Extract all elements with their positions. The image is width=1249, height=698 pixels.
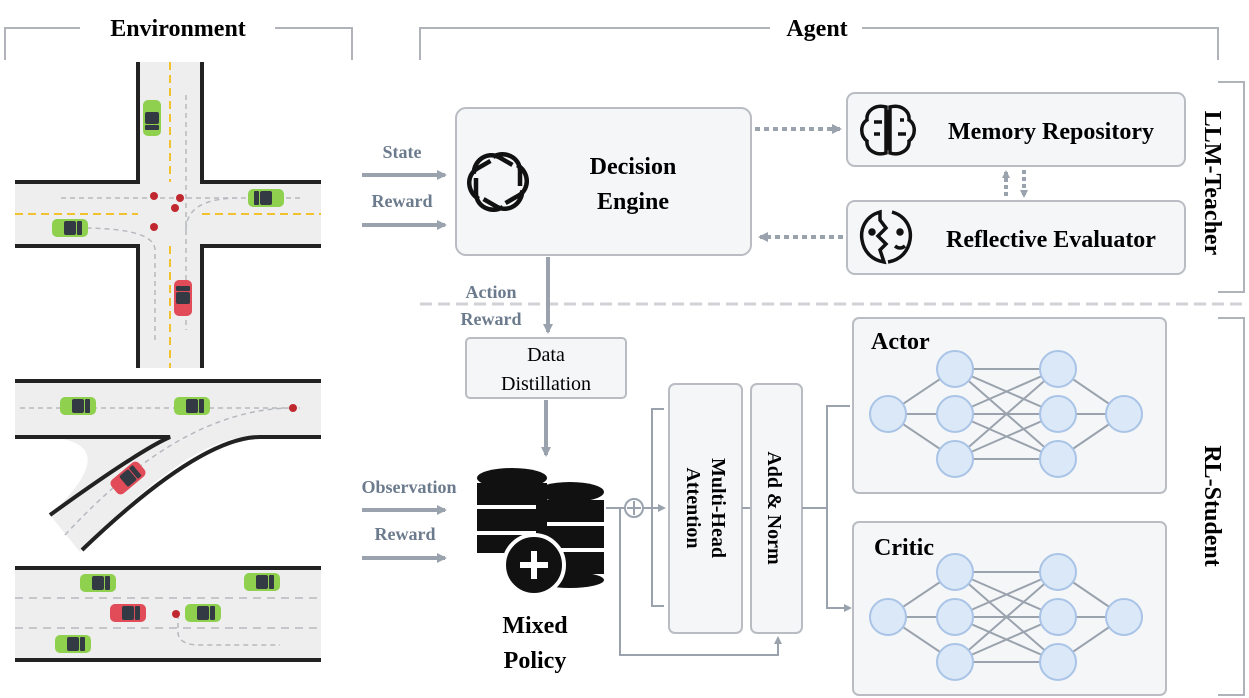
- memory-repository-box: Memory Repository: [846, 92, 1186, 167]
- car-red-icon: [110, 604, 146, 622]
- reward-label: Reward: [372, 191, 433, 211]
- critic-label: Critic: [874, 535, 934, 561]
- car-green-icon: [143, 100, 161, 136]
- add-norm-label: Add & Norm: [763, 451, 785, 565]
- mixed-policy-line1: Mixed: [502, 613, 568, 639]
- student-reward-label: Reward: [375, 524, 436, 544]
- environment-title: Environment: [110, 16, 246, 42]
- car-green-icon: [248, 189, 284, 207]
- teacher-bracket: [1218, 81, 1245, 293]
- head-branch-arrows: [802, 405, 850, 608]
- environment-header: Environment: [4, 16, 353, 60]
- faces-icon: [859, 209, 913, 265]
- state-label: State: [383, 142, 422, 162]
- mixed-policy-line2: Policy: [504, 648, 567, 674]
- multi-head-attention-box: Multi-Head Attention: [668, 383, 743, 634]
- agent-title: Agent: [786, 16, 847, 42]
- merge-scene: [15, 379, 321, 552]
- car-green-icon: [80, 574, 116, 592]
- reflective-evaluator-label: Reflective Evaluator: [946, 227, 1156, 253]
- reflective-evaluator-box: Reflective Evaluator: [846, 200, 1186, 275]
- residual-arrow: [619, 508, 782, 656]
- data-distillation-line2: Distillation: [501, 373, 591, 395]
- intersection-scene: [15, 62, 321, 368]
- multi-head-attention-line1: Multi-Head: [707, 458, 729, 558]
- attention-input-arrows: [643, 408, 664, 607]
- multi-head-attention-line2: Attention: [682, 467, 704, 548]
- brain-icon: [860, 104, 916, 156]
- observation-label: Observation: [361, 477, 456, 497]
- decision-engine-line1: Decision: [590, 154, 677, 180]
- agent-header: Agent: [419, 16, 1219, 60]
- decision-engine-box: Decision Engine: [455, 107, 752, 256]
- car-green-icon: [174, 397, 210, 415]
- data-distillation-line1: Data: [527, 344, 565, 366]
- memory-repository-label: Memory Repository: [948, 119, 1154, 145]
- car-green-icon: [244, 573, 280, 591]
- actor-network-box: Actor: [852, 317, 1167, 494]
- car-green-icon: [52, 219, 88, 237]
- actor-label: Actor: [871, 329, 930, 355]
- decision-engine-line2: Engine: [597, 189, 669, 215]
- action-reward-label: Reward: [461, 309, 522, 329]
- highway-scene: [15, 566, 321, 662]
- car-green-icon: [55, 635, 91, 653]
- teacher-section-label: LLM-Teacher: [1199, 111, 1225, 256]
- action-label: Action: [466, 282, 517, 302]
- car-red-icon: [174, 280, 192, 316]
- car-green-icon: [60, 397, 96, 415]
- add-norm-box: Add & Norm: [750, 383, 803, 634]
- database-plus-icon: [477, 468, 604, 597]
- data-distillation-box: Data Distillation: [465, 337, 627, 399]
- actor-neural-net: [869, 350, 1143, 478]
- openai-icon: [463, 149, 533, 215]
- car-green-icon: [185, 604, 221, 622]
- student-bracket: [1218, 317, 1245, 696]
- student-section-label: RL-Student: [1199, 445, 1225, 566]
- critic-network-box: Critic: [852, 521, 1167, 696]
